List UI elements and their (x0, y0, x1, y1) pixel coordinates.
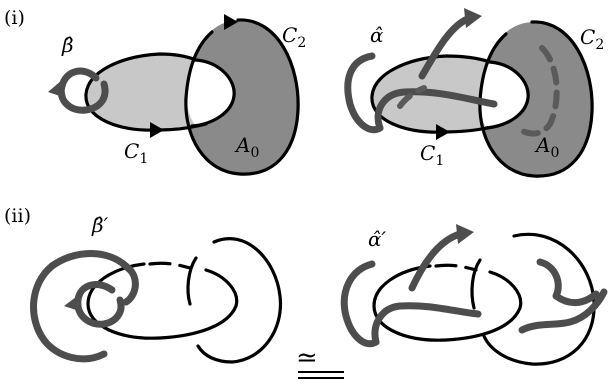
alpha-prime-curve (408, 230, 464, 292)
arrow-beta-prime-icon (64, 294, 82, 312)
arrow-c1-icon (150, 122, 164, 138)
arrow-alpha-prime-icon (456, 224, 474, 244)
alpha-prime-curve-4 (518, 288, 608, 334)
alpha-hat-curve-2 (344, 52, 498, 134)
panel-ii-right-figure: α̂′ (340, 224, 608, 366)
label-a0-left: A0 (234, 133, 259, 161)
panel-i-right-figure: α̂ C2 C1 A0 (344, 8, 604, 178)
relation-sim: ≃ (296, 343, 318, 373)
curve-c1-inner (190, 58, 236, 128)
label-c2-right: C2 (580, 25, 604, 53)
panel-i: (i) β̂ C2 C1 A0 (4, 7, 604, 178)
label-beta-hat: β̂ (61, 33, 74, 57)
label-c2-left: C2 (282, 23, 306, 51)
curve-c1 (84, 52, 208, 132)
curve-c2-right (478, 20, 594, 178)
arrow-beta-icon (48, 80, 66, 98)
label-c1-left: C1 (124, 139, 148, 167)
curve-c1-ii-left (86, 262, 239, 340)
label-c1-right: C1 (420, 141, 444, 169)
panel-ii-left-figure: β̂′ (30, 213, 283, 364)
curve-c1-ii-left-dash (148, 261, 192, 270)
beta-prime-curve-2 (74, 281, 125, 328)
curve-c1-ii-right-dash (434, 263, 478, 272)
alpha-hat-dashed-2 (397, 85, 427, 109)
panel-ii-label: (ii) (4, 205, 31, 227)
beta-prime-curve-3 (122, 264, 139, 306)
alpha-hat-curve (418, 14, 474, 80)
arrow-c1-right-icon (436, 124, 450, 140)
disk-a0-right (479, 21, 593, 177)
alpha-prime-curve-2 (340, 260, 482, 348)
curve-c1-ii-right (372, 264, 523, 342)
curve-c2 (184, 18, 300, 176)
curve-c2-ii-left (196, 237, 283, 364)
curve-c1-right-inner (484, 60, 530, 130)
label-beta-hat-prime: β̂′ (91, 213, 109, 237)
beta-prime-curve (30, 250, 132, 363)
label-alpha-hat-prime: α̂′ (368, 227, 387, 251)
curve-c1-right (370, 54, 500, 134)
arrow-c2-icon (224, 14, 238, 30)
relation-symbol: ≃ (296, 343, 344, 379)
disk-c1 (85, 54, 196, 131)
panel-ii: (ii) β̂′ ≃ (4, 205, 608, 379)
beta-hat-loop (57, 67, 109, 114)
label-a0-right: A0 (534, 133, 559, 161)
panel-i-left-figure: β̂ C2 C1 A0 (48, 14, 306, 176)
curve-c2-ii-right (482, 232, 596, 366)
arrow-alpha-icon (464, 8, 482, 28)
curve-c2-ii-right-back (470, 258, 482, 310)
curve-c2-ii-left-back (186, 256, 198, 306)
alpha-prime-curve-3 (536, 258, 600, 306)
label-alpha-hat: α̂ (370, 23, 384, 47)
alpha-hat-dashed (515, 45, 560, 137)
panel-i-label: (i) (4, 7, 25, 29)
disk-a0 (185, 19, 299, 175)
